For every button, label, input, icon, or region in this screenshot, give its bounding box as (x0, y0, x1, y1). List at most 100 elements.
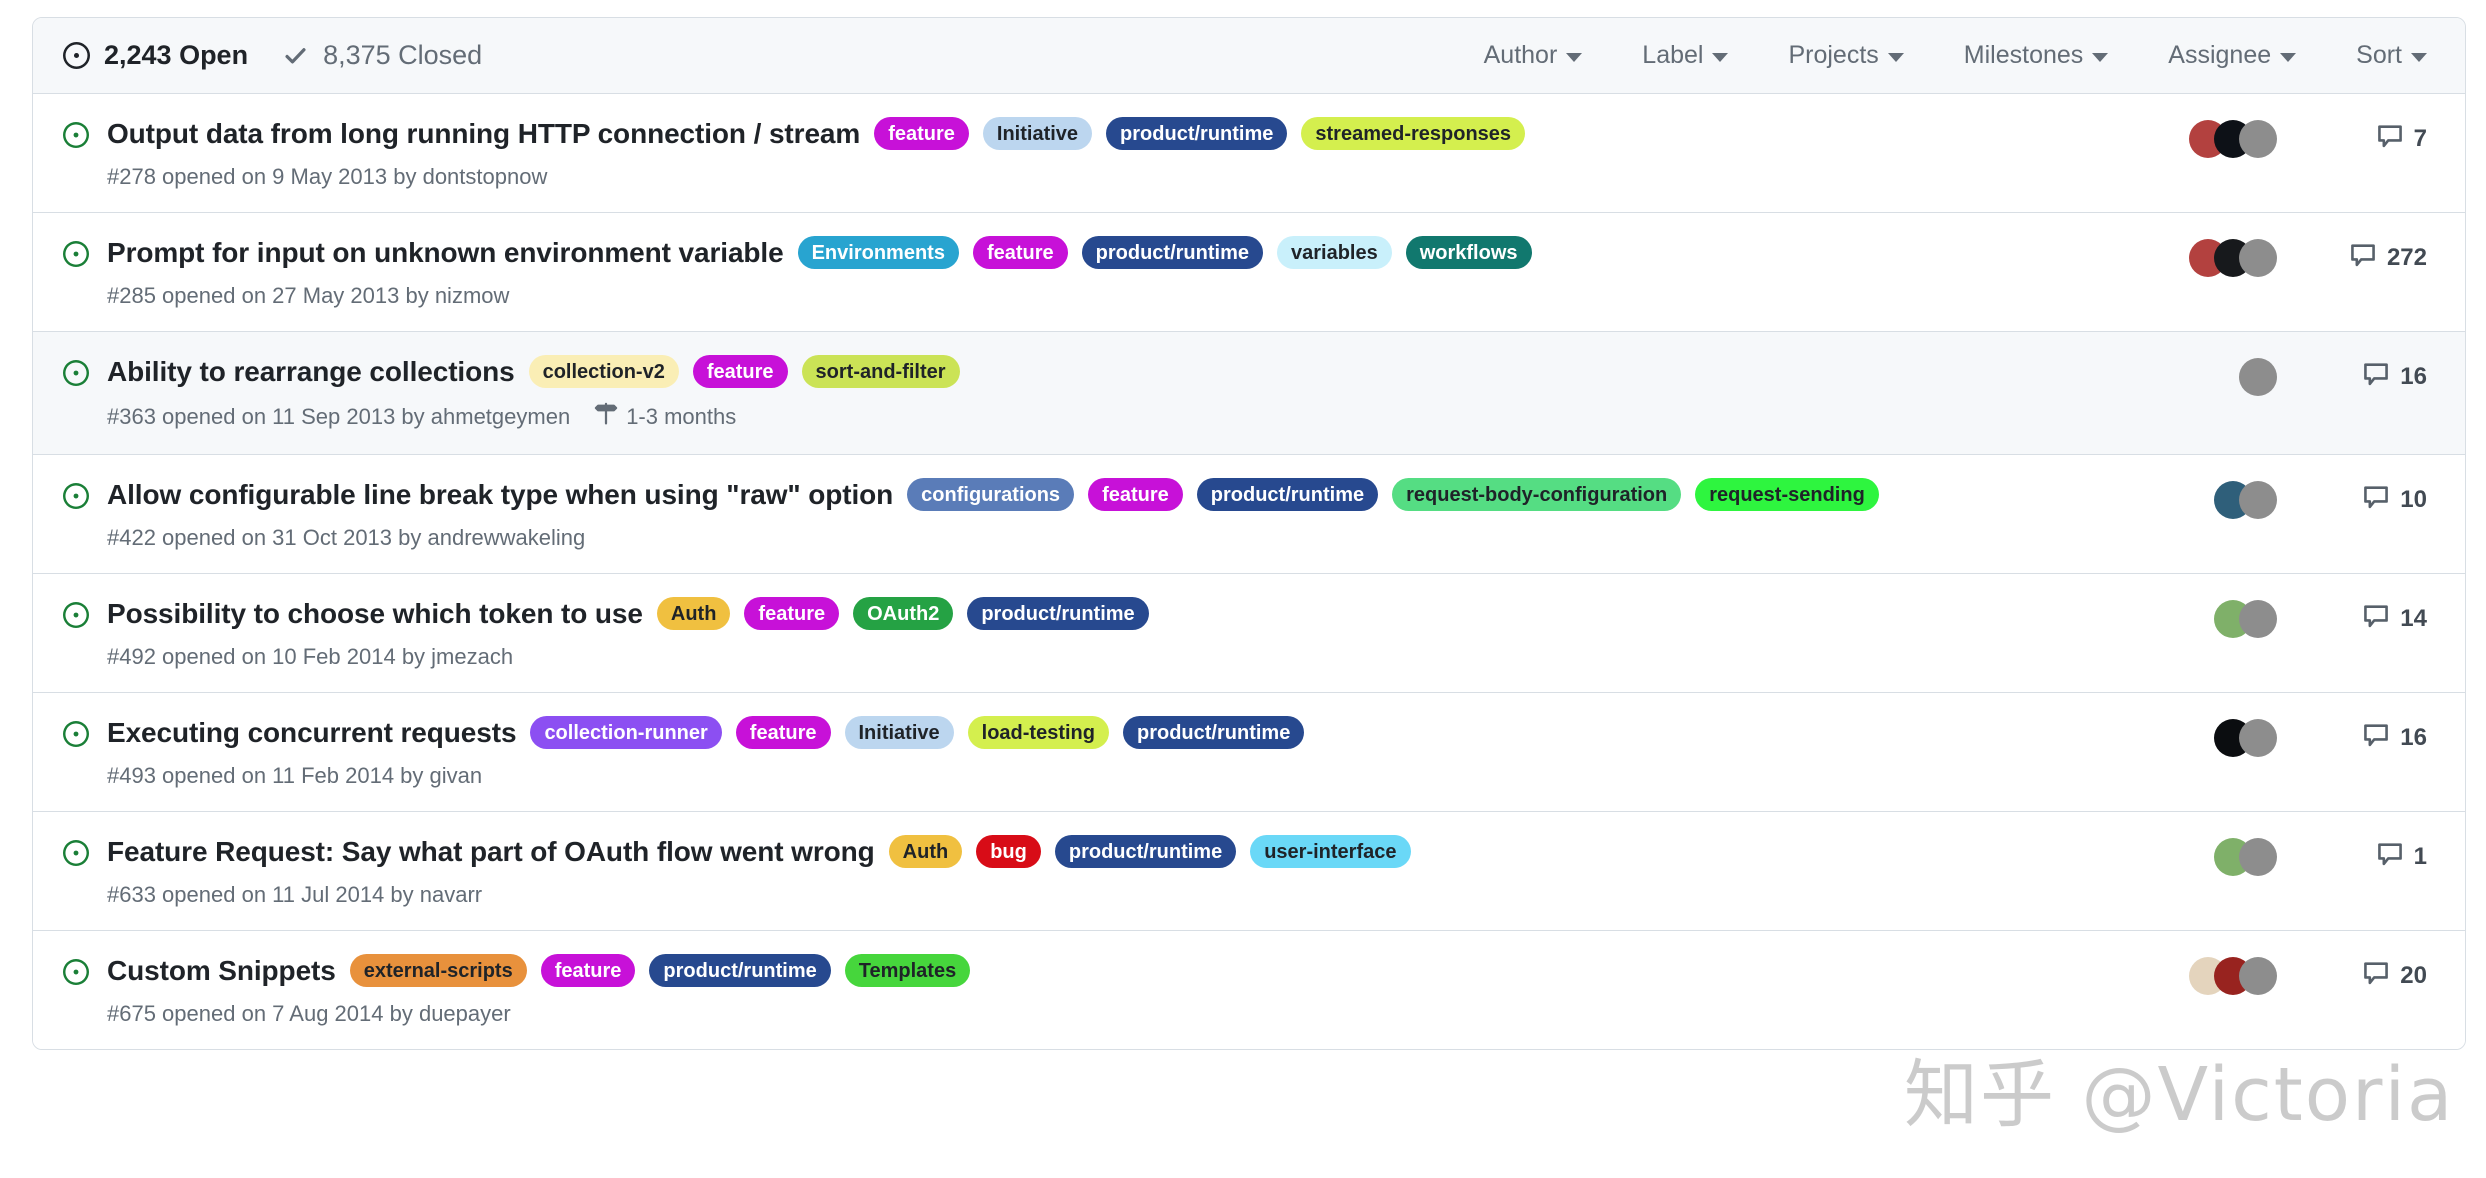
issue-title-link[interactable]: Custom Snippets (107, 955, 336, 986)
issue-label[interactable]: streamed-responses (1301, 117, 1526, 150)
comment-count[interactable]: 1 (2287, 841, 2427, 874)
comment-count[interactable]: 16 (2287, 722, 2427, 755)
issue-row[interactable]: Prompt for input on unknown environment … (33, 212, 2465, 331)
comment-count[interactable]: 272 (2287, 242, 2427, 275)
issue-label[interactable]: product/runtime (649, 954, 831, 987)
avatar[interactable] (2239, 838, 2277, 876)
issue-opened-icon (63, 483, 89, 514)
avatar[interactable] (2239, 957, 2277, 995)
issue-label[interactable]: Auth (888, 835, 963, 868)
issue-label[interactable]: Templates (844, 954, 971, 987)
comment-count[interactable]: 16 (2287, 361, 2427, 394)
issue-title-link[interactable]: Possibility to choose which token to use (107, 598, 643, 629)
issue-label[interactable]: product/runtime (1054, 835, 1237, 868)
issue-meta-text: #492 opened on 10 Feb 2014 by jmezach (107, 644, 514, 669)
issue-row[interactable]: Allow configurable line break type when … (33, 454, 2465, 573)
issue-title-link[interactable]: Executing concurrent requests (107, 717, 517, 748)
assignee-dropdown[interactable]: Assignee (2168, 41, 2297, 70)
issue-label[interactable]: bug (976, 835, 1041, 868)
issue-label[interactable]: variables (1276, 236, 1392, 269)
avatar[interactable] (2239, 719, 2277, 757)
issue-label[interactable]: feature (972, 236, 1068, 269)
avatar-stack (2107, 719, 2287, 757)
issue-content: Ability to rearrange collections collect… (107, 354, 2107, 432)
comment-count[interactable]: 7 (2287, 123, 2427, 156)
issue-label[interactable]: request-body-configuration (1392, 478, 1682, 511)
issue-opened-icon (63, 602, 89, 633)
issue-row[interactable]: Feature Request: Say what part of OAuth … (33, 811, 2465, 930)
issue-label[interactable]: product/runtime (1081, 236, 1263, 269)
issue-label[interactable]: workflows (1405, 236, 1532, 269)
comment-count-value: 14 (2400, 605, 2427, 632)
issue-label[interactable]: load-testing (967, 716, 1109, 749)
issue-label[interactable]: product/runtime (1106, 117, 1288, 150)
label-dropdown-label: Label (1642, 41, 1704, 69)
avatar[interactable] (2239, 600, 2277, 638)
comment-count[interactable]: 10 (2287, 484, 2427, 517)
closed-issues-filter[interactable]: 8,375 Closed (282, 42, 482, 69)
avatar[interactable] (2239, 481, 2277, 519)
issue-label[interactable]: feature (735, 716, 831, 749)
issue-label[interactable]: Environments (797, 236, 959, 269)
issue-opened-icon (63, 42, 90, 69)
milestones-dropdown-label: Milestones (1963, 41, 2084, 69)
issue-label[interactable]: Auth (656, 597, 731, 630)
issue-row-right: 1 (2107, 838, 2427, 876)
comment-count-value: 7 (2413, 125, 2427, 152)
open-issues-count: 2,243 Open (104, 40, 249, 70)
issue-label[interactable]: sort-and-filter (801, 355, 960, 388)
issue-row[interactable]: Executing concurrent requests collection… (33, 692, 2465, 811)
issue-label[interactable]: feature (540, 954, 636, 987)
issue-meta: #633 opened on 11 Jul 2014 by navarr (107, 882, 2107, 908)
issue-label[interactable]: OAuth2 (853, 597, 954, 630)
projects-dropdown[interactable]: Projects (1788, 41, 1904, 70)
issue-label[interactable]: Initiative (982, 117, 1093, 150)
open-issues-filter[interactable]: 2,243 Open (63, 42, 248, 69)
label-dropdown[interactable]: Label (1642, 41, 1729, 70)
sort-dropdown[interactable]: Sort (2356, 41, 2427, 70)
issue-label[interactable]: product/runtime (1196, 478, 1379, 511)
issue-title-line: Executing concurrent requests collection… (107, 715, 2107, 750)
chevron-down-icon (2411, 53, 2427, 62)
issue-label[interactable]: feature (744, 597, 840, 630)
issue-label[interactable]: configurations (907, 478, 1075, 511)
issue-label[interactable]: feature (874, 117, 969, 150)
avatar-stack (2107, 957, 2287, 995)
issue-label[interactable]: product/runtime (967, 597, 1149, 630)
issue-title-line: Ability to rearrange collections collect… (107, 354, 2107, 389)
issue-title-link[interactable]: Prompt for input on unknown environment … (107, 237, 784, 268)
author-dropdown-label: Author (1483, 41, 1558, 69)
avatar[interactable] (2239, 120, 2277, 158)
milestones-dropdown[interactable]: Milestones (1964, 41, 2109, 70)
sort-dropdown-label: Sort (2356, 41, 2402, 69)
chevron-down-icon (1887, 53, 1904, 62)
issue-meta-text: #363 opened on 11 Sep 2013 by ahmetgeyme… (107, 404, 571, 429)
issue-label[interactable]: feature (692, 355, 788, 388)
issue-label[interactable]: request-sending (1695, 478, 1879, 511)
issue-title-link[interactable]: Feature Request: Say what part of OAuth … (107, 836, 875, 867)
issue-label[interactable]: feature (1088, 478, 1183, 511)
comment-count[interactable]: 14 (2287, 603, 2427, 636)
issue-title-link[interactable]: Allow configurable line break type when … (107, 479, 894, 510)
issue-label[interactable]: product/runtime (1122, 716, 1305, 749)
issue-label[interactable]: external-scripts (349, 954, 527, 987)
issue-title-line: Allow configurable line break type when … (107, 477, 2107, 512)
issue-label[interactable]: collection-v2 (528, 355, 679, 388)
issue-label[interactable]: Initiative (844, 716, 954, 749)
issue-title-link[interactable]: Output data from long running HTTP conne… (107, 118, 861, 149)
issue-title-line: Possibility to choose which token to use… (107, 596, 2107, 631)
avatar-stack (2107, 600, 2287, 638)
issue-row[interactable]: Possibility to choose which token to use… (33, 573, 2465, 692)
comment-count[interactable]: 20 (2287, 960, 2427, 993)
issue-label[interactable]: user-interface (1250, 835, 1411, 868)
issue-row-right: 7 (2107, 120, 2427, 158)
milestone-link[interactable]: 1-3 months (594, 402, 736, 432)
issue-row[interactable]: Output data from long running HTTP conne… (33, 94, 2465, 212)
issue-row[interactable]: Ability to rearrange collections collect… (33, 331, 2465, 454)
issue-row[interactable]: Custom Snippets external-scripts feature p… (33, 930, 2465, 1049)
issue-label[interactable]: collection-runner (530, 716, 722, 749)
author-dropdown[interactable]: Author (1484, 41, 1583, 70)
avatar[interactable] (2239, 358, 2277, 396)
avatar[interactable] (2239, 239, 2277, 277)
issue-title-link[interactable]: Ability to rearrange collections (107, 356, 515, 387)
